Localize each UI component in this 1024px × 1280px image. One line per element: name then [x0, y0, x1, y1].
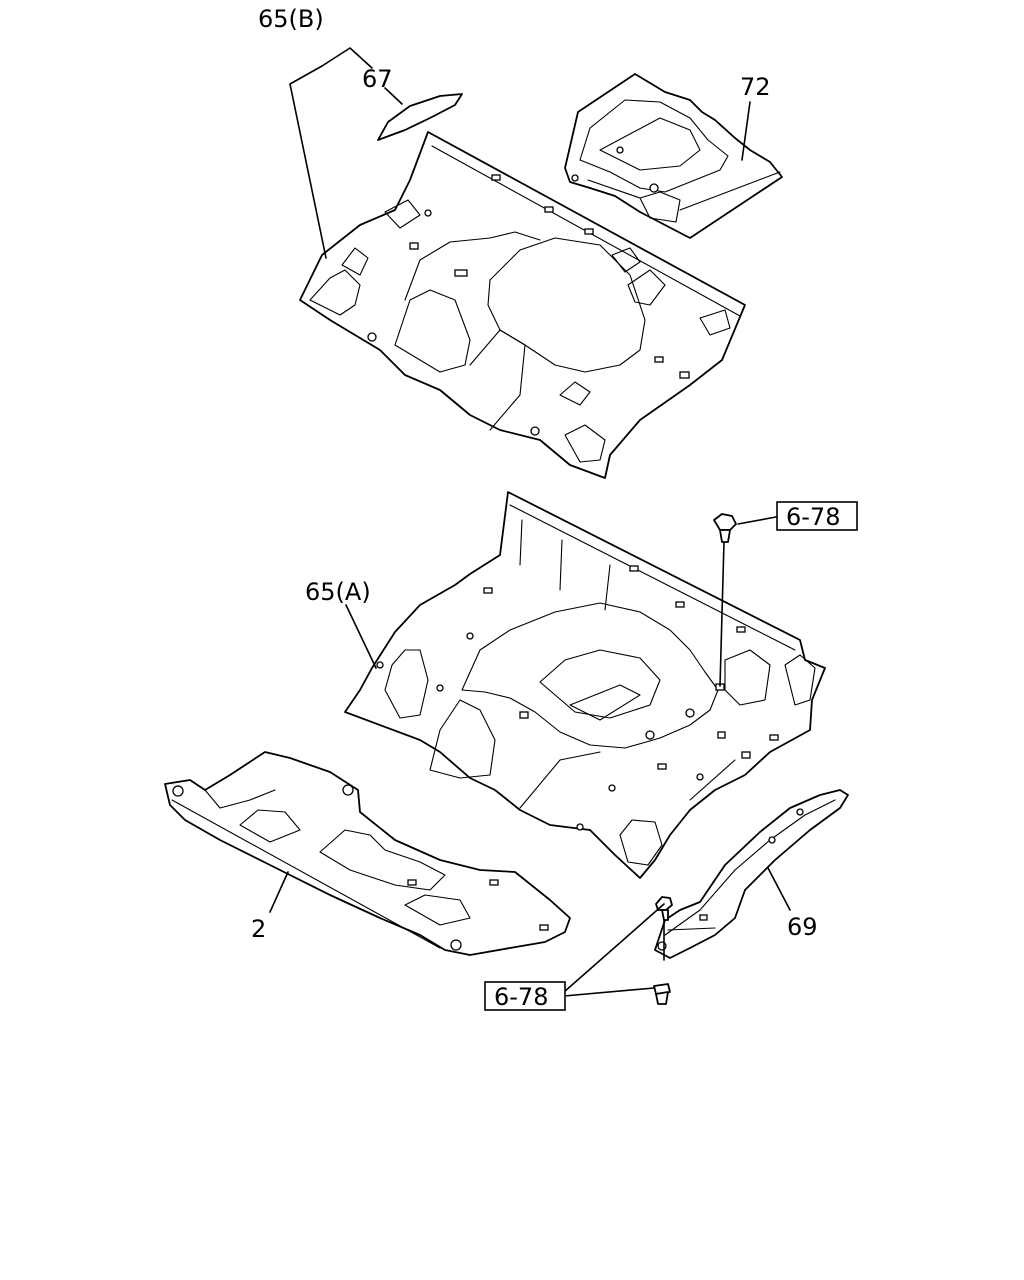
label-ref-678-top: 6-78 — [786, 503, 840, 531]
fastener-clip-bottom — [653, 983, 671, 1005]
label-65a: 65(A) — [305, 578, 371, 606]
fastener-clip-top — [713, 513, 737, 543]
label-72: 72 — [740, 73, 771, 101]
label-2: 2 — [251, 915, 266, 943]
label-67: 67 — [362, 65, 393, 93]
label-ref-678-bottom: 6-78 — [494, 983, 548, 1011]
label-65b: 65(B) — [258, 5, 324, 33]
part-65b-insulator — [299, 131, 746, 479]
part-2-panel — [164, 751, 571, 956]
ref-box-6-78-bottom: 6-78 — [484, 981, 566, 1011]
part-69-bracket — [654, 789, 849, 959]
part-65a-insulator — [344, 491, 826, 879]
label-69: 69 — [787, 913, 818, 941]
leader-lines — [269, 47, 791, 997]
part-72-tray — [564, 73, 783, 239]
ref-box-6-78-top: 6-78 — [776, 501, 858, 531]
part-67-pad — [377, 93, 463, 141]
